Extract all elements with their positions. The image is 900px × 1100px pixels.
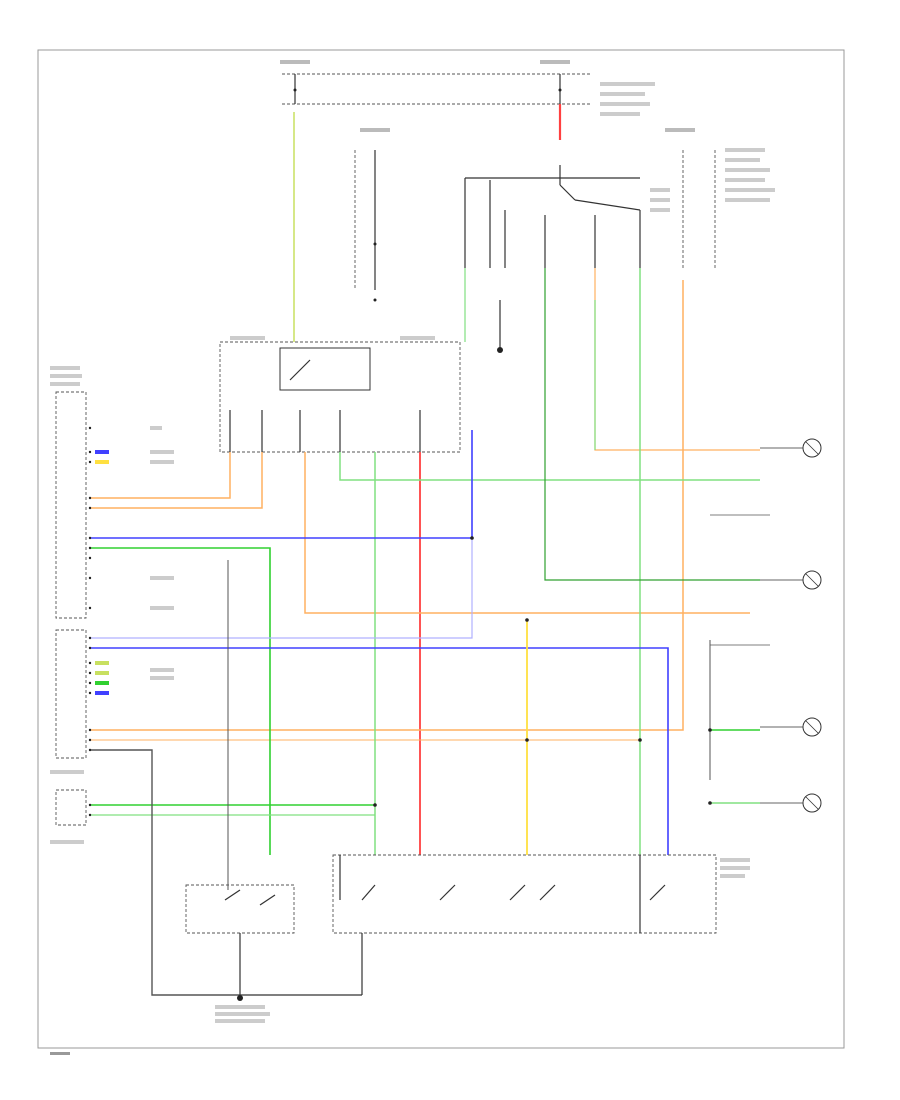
wire-orange-1: [90, 452, 231, 499]
fuse-block-center: [354, 128, 390, 302]
wire-blue-1: [90, 430, 473, 539]
relay-box-middle: [219, 336, 461, 453]
lamp-symbols: [710, 438, 822, 813]
wire-orange-3: [304, 452, 750, 614]
wire-lavender: [90, 538, 473, 639]
wire-blue-2: [90, 647, 669, 855]
wire-tags-left: [95, 426, 174, 695]
wire-lightgreen-3: [339, 452, 760, 481]
switch-box-right: [332, 854, 750, 995]
footer-mark: [50, 1052, 70, 1055]
wire-dark-ground: [90, 749, 362, 996]
left-module: [50, 366, 87, 844]
wire-green-1: [90, 547, 271, 855]
connector-pins-left: [88, 426, 92, 817]
wire-green-dark: [544, 268, 760, 581]
diagram-frame: [37, 49, 845, 1049]
switch-box-left: [185, 884, 295, 1023]
relay-block-upper-right: [464, 128, 775, 268]
wire-orange-4: [90, 280, 684, 731]
wire-orange-2: [90, 452, 263, 509]
top-fuse-block: [280, 60, 655, 116]
wire-orange-6: [594, 268, 760, 451]
junction-dots: [373, 536, 712, 807]
horn-relay: [497, 300, 503, 353]
